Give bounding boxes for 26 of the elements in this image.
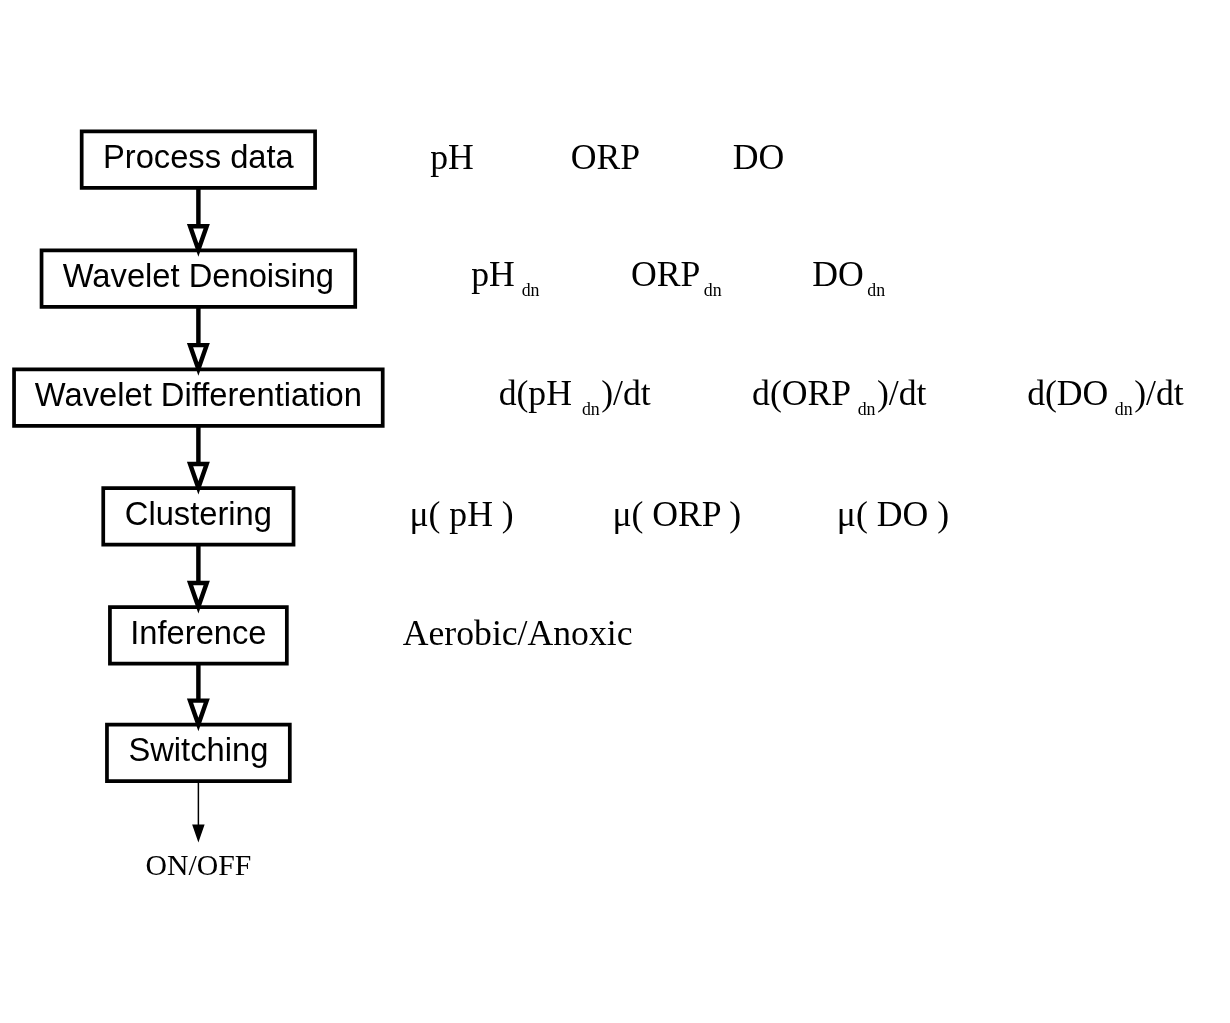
label: ORP$_{dn}$ bbox=[630, 253, 722, 300]
label: ORP bbox=[570, 136, 641, 177]
label: d(pH$_{dn}$)/dt bbox=[498, 372, 651, 419]
node-box: Switching bbox=[105, 722, 292, 783]
label: μ( DO ) bbox=[836, 493, 950, 534]
node-box: Process data bbox=[79, 129, 317, 190]
label: μ( pH ) bbox=[409, 493, 514, 534]
node-box: Clustering bbox=[101, 485, 296, 547]
node-text: ON/OFF bbox=[145, 848, 252, 881]
arrow bbox=[186, 544, 210, 613]
arrow bbox=[186, 425, 210, 495]
label: d(ORP$_{dn}$)/dt bbox=[752, 372, 927, 419]
label: μ( ORP ) bbox=[612, 493, 742, 534]
arrow bbox=[186, 306, 210, 376]
node-box: Wavelet Denoising bbox=[39, 248, 358, 309]
node-box: Inference bbox=[108, 604, 289, 665]
arrow bbox=[186, 663, 210, 731]
arrow bbox=[192, 780, 205, 842]
node-box: Wavelet Differentiation bbox=[12, 366, 385, 428]
label: Aerobic/Anoxic bbox=[402, 612, 633, 653]
label: DO bbox=[732, 136, 785, 177]
label: pH$_{dn}$ bbox=[471, 253, 540, 300]
label: d(DO$_{dn}$)/dt bbox=[1027, 372, 1184, 419]
label: pH bbox=[430, 136, 474, 177]
label: DO$_{dn}$ bbox=[812, 253, 886, 300]
arrow bbox=[186, 187, 210, 257]
